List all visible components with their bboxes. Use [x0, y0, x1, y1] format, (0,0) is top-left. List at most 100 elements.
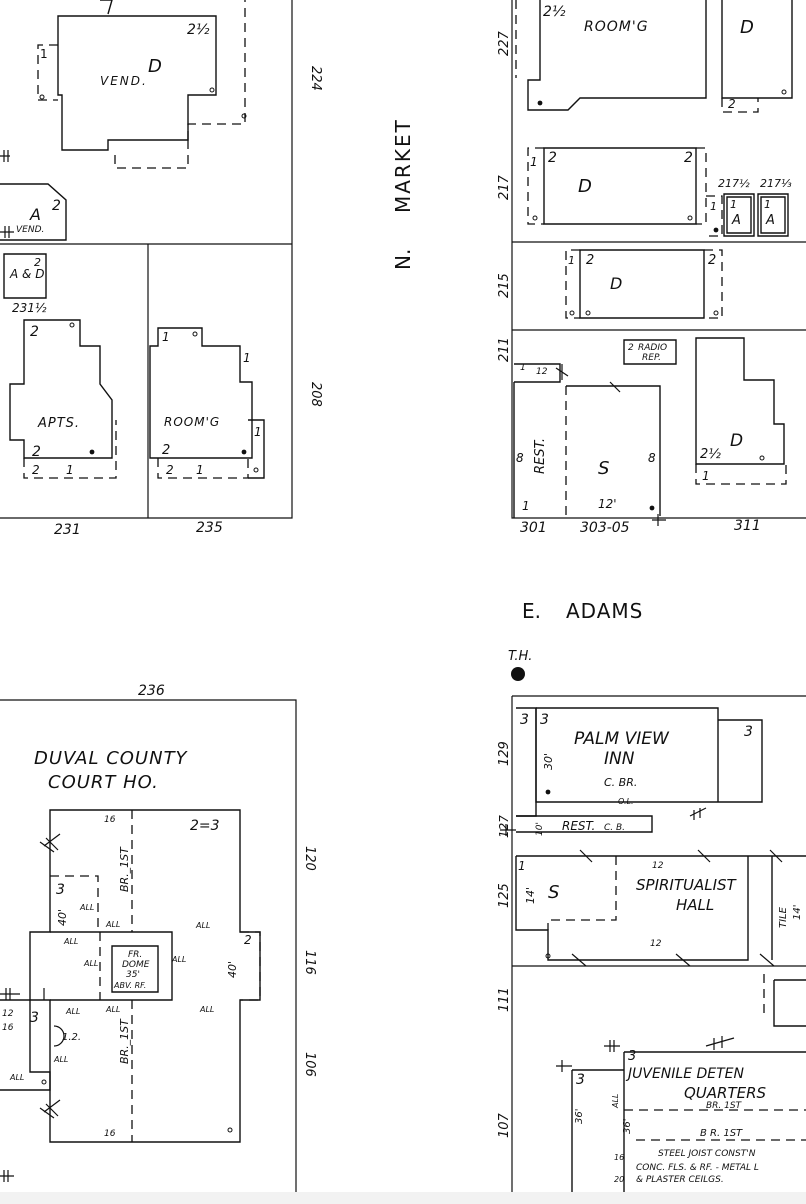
hatch-mark: [500, 824, 516, 836]
roomg-label: ROOM'G: [164, 415, 220, 429]
juvenile-left-floors: 3: [576, 1072, 585, 1088]
label-all-10: ALL: [53, 1055, 68, 1064]
juvenile-20: 20: [614, 1175, 624, 1184]
palm-floors-b: 3: [540, 712, 549, 728]
label-all-1: ALL: [79, 903, 94, 912]
vend-side-addition: [37, 44, 58, 101]
juvenile-16: 16: [614, 1153, 624, 1162]
mark: [41, 1079, 47, 1085]
hatch-mark: [39, 833, 61, 853]
small-building-class: A: [29, 205, 41, 224]
building-215: [579, 249, 705, 319]
tile-height: 14': [792, 905, 803, 920]
cross-mark: [555, 364, 569, 380]
rest-label: REST.: [562, 819, 595, 833]
address-125: 125: [497, 883, 512, 908]
mark: [69, 322, 75, 328]
hatch-mark: [0, 1170, 14, 1182]
courthouse-right-bay: [240, 931, 261, 1001]
e-adams-street-label: E. ADAMS: [522, 599, 643, 623]
mark: [241, 449, 247, 455]
unit-a1: [723, 193, 755, 237]
dome-line-4: ABV. RF.: [113, 981, 146, 990]
juvenile-detention-building: [571, 1051, 806, 1204]
palm-ol: O.L.: [618, 797, 634, 806]
street-name-market: N.: [391, 249, 415, 270]
radio-rep-building: [623, 339, 677, 365]
mark: [227, 1127, 233, 1133]
vend-height: 2½: [187, 22, 210, 38]
building-217-floors-right: 2: [684, 150, 693, 166]
building-217-shed: [706, 195, 723, 237]
hatch-mark: [0, 150, 10, 162]
unit-a2: [757, 193, 789, 237]
num-16-top: 16: [104, 815, 116, 825]
address-129: 129: [497, 741, 512, 766]
palm-title-2: INN: [604, 749, 635, 769]
street-prefix-e: E.: [522, 599, 541, 623]
mark: [545, 789, 551, 795]
apts-rear-addition: [23, 420, 117, 479]
apts-rear-a: 2: [32, 463, 40, 477]
building-311-height: 2½: [700, 447, 721, 462]
mark: [713, 310, 719, 316]
street-name-adams: ADAMS: [566, 599, 643, 623]
label-all-6: ALL: [195, 921, 210, 930]
court-right-height: 40': [226, 961, 239, 978]
spiritualist-title-1: SPIRITUALIST: [636, 876, 738, 894]
curve-mark: [53, 1025, 65, 1047]
juvenile-floors: [624, 1109, 806, 1141]
s-height: 12': [598, 497, 617, 511]
rest-floor: 1: [522, 499, 530, 513]
roomg-rear: 2: [728, 97, 736, 111]
address-236: 236: [138, 683, 165, 699]
juvenile-height-b: 36': [622, 1119, 633, 1134]
juvenile-title-1: JUVENILE DETEN: [625, 1066, 745, 1082]
building-217-floors-left-edge: 1: [530, 155, 538, 169]
hatch-mark: [705, 1036, 735, 1050]
unit-a2-class: A: [765, 213, 775, 228]
spiritualist-12b: 12: [650, 939, 662, 949]
roomg-building: [149, 327, 253, 459]
unit-a1-class: A: [731, 213, 741, 228]
unit-a2-floors: 1: [764, 198, 771, 211]
mark: [687, 215, 693, 221]
building-311: [695, 337, 785, 465]
d-building-right: [721, 0, 793, 99]
n-market-street-label: MARKET N.: [391, 118, 415, 270]
rest-side: 8: [516, 451, 524, 465]
roomg-height: 2½: [543, 4, 566, 20]
building-311-class: D: [730, 431, 743, 451]
address-227: 227: [497, 30, 512, 56]
juvenile-steel-3: & PLASTER CEILGS.: [636, 1175, 724, 1185]
palm-title-1: PALM VIEW: [574, 729, 670, 749]
roomg-side-a: 1: [243, 351, 251, 365]
spiritualist-title-2: HALL: [676, 896, 714, 914]
building-215-floors-right: 2: [708, 253, 716, 268]
num-16-bottom: 16: [104, 1129, 116, 1139]
dome-line-2: DOME: [122, 960, 150, 970]
address-311: 311: [734, 518, 761, 534]
block-lines: [0, 699, 297, 1204]
d-rear: [721, 98, 759, 113]
spiritualist-12a: 12: [652, 861, 664, 871]
vend-building: [57, 15, 217, 151]
small-building-floors: 2: [52, 198, 61, 214]
rest-height-top: 12: [536, 367, 548, 377]
bottom-edge-band: [0, 1192, 806, 1204]
unit-a1-floors: 1: [730, 198, 737, 211]
block-lines: [511, 695, 806, 1204]
unit-a2-inner: [760, 196, 786, 234]
small-building-use: VEND.: [16, 225, 44, 235]
hatch-mark: [0, 988, 45, 1000]
spiritualist-divider: [547, 856, 617, 930]
palm-height: 30': [542, 753, 555, 770]
court-floors-23: 2=3: [190, 818, 220, 834]
roomg-building: [527, 0, 707, 111]
building-311-rear-floors: 1: [702, 469, 710, 483]
roomg-rear-a: 2: [166, 463, 174, 477]
hatch-mark: [0, 226, 14, 238]
roomg-floors-top: 1: [162, 330, 170, 344]
juvenile-height-a: 36': [574, 1109, 585, 1124]
